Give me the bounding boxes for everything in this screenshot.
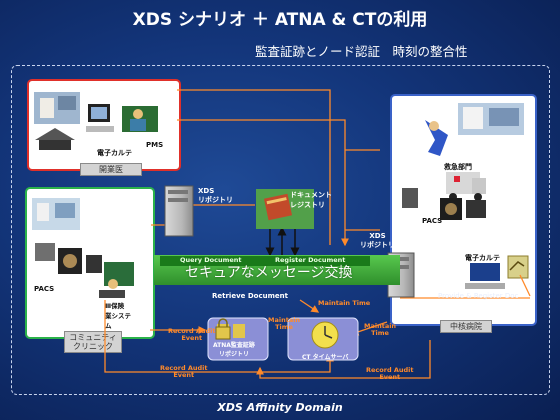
query-docs-label: Query Document: [180, 256, 242, 264]
maintain-time-label-3: Maintain Time: [364, 322, 397, 338]
clinic-top-label: 開業医: [80, 163, 142, 177]
slide-subtitle: 監査証跡とノード認証 時刻の整合性: [255, 44, 468, 59]
hospital-emr-label: 電子カルテ: [465, 254, 500, 262]
register-docs-label: Register Document: [275, 256, 346, 264]
affinity-domain-frame: [11, 65, 550, 395]
hospital-er-label: 救急部門: [444, 163, 472, 171]
document-registry-label: ドキュメント レジストリ: [290, 191, 332, 209]
record-audit-label-2: Record Audit Event: [160, 364, 208, 380]
clinic-left-system-label: Ⅲ保険 業システ ム: [105, 302, 131, 330]
query-row: [160, 256, 370, 266]
xds-repository-label: XDS リポジトリ: [360, 232, 395, 249]
provide-register-label: Provide & Register Doc: [438, 292, 519, 300]
maintain-time-label-2: Maintain Time: [268, 316, 301, 332]
record-audit-label-1: Record Audit Event: [168, 327, 216, 343]
clinic-left-label: コミュニティ クリニック: [64, 331, 122, 354]
clinic-top-pms-label: PMS: [146, 141, 164, 149]
clinic-left-box: [25, 187, 155, 339]
clinic-left-pacs-label: PACS: [34, 285, 55, 293]
clinic-top-emr-label: 電子カルテ: [97, 149, 132, 157]
audit-server-label: ATNA監査証跡 リポジトリ: [213, 342, 255, 358]
hospital-pacs-label: PACS: [422, 217, 443, 225]
secure-messaging-label: セキュアなメッセージ交換: [185, 265, 353, 281]
affinity-domain-label: XDS Affinity Domain: [217, 401, 343, 414]
record-audit-label-3: Record Audit Event: [366, 366, 414, 382]
retrieve-docs-label: Retrieve Document: [212, 292, 288, 300]
maintain-time-label-1: Maintain Time: [318, 299, 371, 307]
xds-registry-label: XDS リポジトリ: [198, 187, 233, 204]
slide-title: XDS シナリオ ＋ ATNA & CTの利用: [132, 10, 428, 30]
ct-server-label: CT タイムサーバ: [302, 354, 349, 361]
hospital-right-label: 中核病院: [440, 320, 492, 334]
